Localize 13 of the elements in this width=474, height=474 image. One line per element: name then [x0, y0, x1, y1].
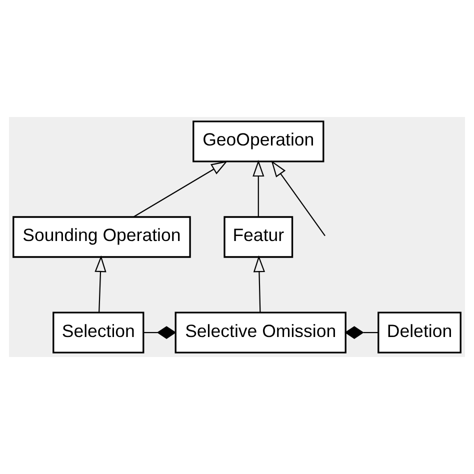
- arrow: [94, 255, 106, 312]
- node-box: Selective Omission: [174, 312, 346, 354]
- node-box: Selection: [52, 312, 144, 354]
- node-box: Sounding Operation: [12, 216, 191, 258]
- node-box: Deletion: [378, 312, 462, 354]
- arrow: [271, 160, 326, 236]
- arrow: [253, 255, 266, 312]
- arrow: [252, 160, 264, 217]
- arrow: [134, 160, 228, 218]
- node-box: Featur: [224, 216, 294, 258]
- node-box: GeoOperation: [192, 120, 324, 162]
- connector: [144, 326, 176, 339]
- connector: [344, 326, 378, 339]
